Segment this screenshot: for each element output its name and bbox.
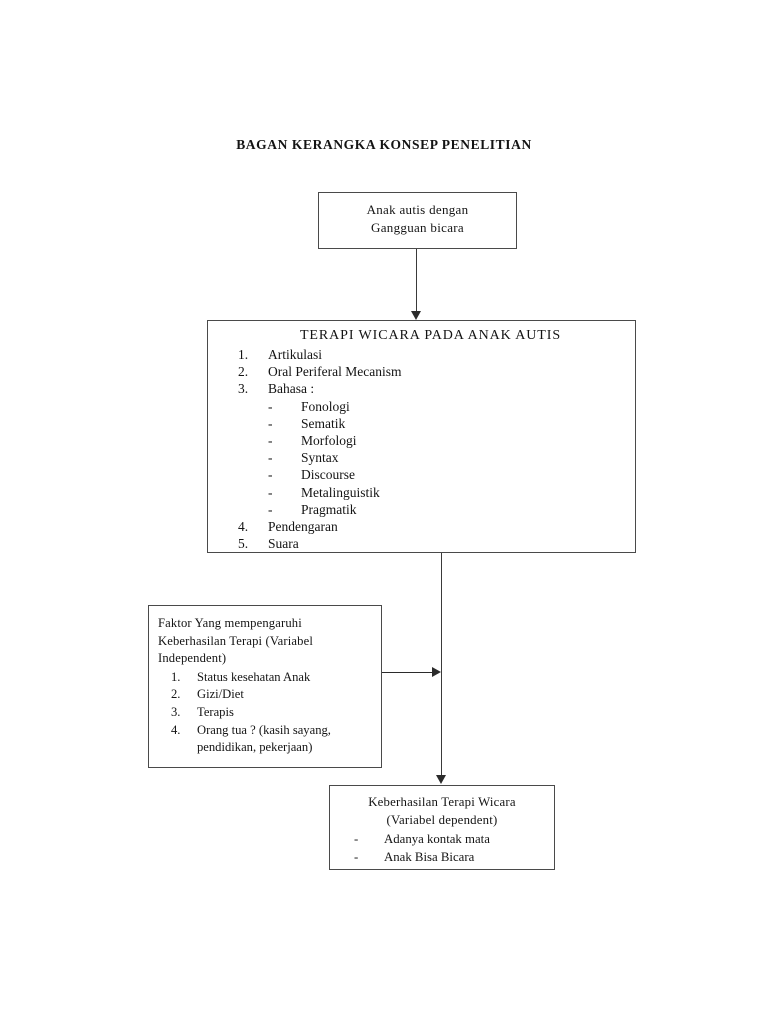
list-item-label: Sematik [301, 415, 346, 431]
list-item-label: Morfologi [301, 433, 357, 449]
connector-line-vertical [441, 553, 442, 776]
node-terapi-wicara-pada-anak-autis[interactable]: TERAPI WICARA PADA ANAK AUTIS 1. Artikul… [207, 320, 636, 553]
list-item-label: Artikulasi [268, 347, 322, 362]
node-paragraph-line: Keberhasilan Terapi (Variabel [158, 633, 313, 648]
list-item: - Sematik [268, 415, 635, 432]
list-marker: - [354, 832, 359, 846]
list-item-label: Terapis [197, 704, 234, 719]
list-item-label: Pendengaran [268, 519, 338, 535]
list-item-label: Adanya kontak mata [384, 832, 490, 846]
list-item-label: Status kesehatan Anak [197, 669, 311, 684]
list-marker: 3. [238, 381, 249, 397]
list-item-label: Syntax [301, 450, 339, 466]
list-item-label: Orang tua ? (kasih sayang, [197, 722, 331, 737]
node-paragraph-line: Independent) [158, 651, 227, 666]
list-item: 1. Artikulasi [238, 346, 635, 363]
list-item: 3. Terapis [171, 704, 381, 722]
list-item-label: Metalinguistik [301, 484, 380, 500]
list-item-label: Oral Periferal Mecanism [268, 364, 402, 380]
list-item: 3. Bahasa : [238, 380, 635, 397]
list-marker: 2. [171, 687, 181, 702]
list-item: - Morfologi [268, 432, 635, 449]
list-item-label: Bahasa : [268, 381, 315, 397]
list-marker: 5. [238, 536, 249, 552]
node-keberhasilan-terapi-wicara[interactable]: Keberhasilan Terapi Wicara (Variabel dep… [329, 785, 555, 870]
arrowhead-right-icon [432, 667, 441, 677]
node-anak-autis-gangguan-bicara[interactable]: Anak autis dengan Gangguan bicara [318, 192, 517, 249]
arrowhead-down-icon [435, 775, 446, 784]
list-item: 1. Status kesehatan Anak [171, 669, 381, 687]
node-line: (Variabel dependent) [386, 813, 498, 827]
list-marker: - [268, 398, 273, 414]
list-item: - Metalinguistik [268, 484, 635, 501]
therapy-numbered-list-tail: 4. Pendengaran 5. Suara [208, 518, 635, 552]
list-item: - Discourse [268, 466, 635, 483]
list-item-label: Fonologi [301, 398, 350, 414]
list-marker: - [268, 450, 273, 466]
node-faktor-yang-mempengaruhi[interactable]: Faktor Yang mempengaruhi Keberhasilan Te… [148, 605, 382, 768]
list-item-label-continuation: pendidikan, pekerjaan) [197, 740, 313, 755]
list-item: 2. Oral Periferal Mecanism [238, 363, 635, 380]
list-item-label: Pragmatik [301, 501, 357, 517]
outcome-dash-list: - Adanya kontak mata - Anak Bisa Bicara [330, 830, 554, 866]
list-item: 2. Gizi/Diet [171, 686, 381, 704]
list-marker: - [268, 433, 273, 449]
list-marker: - [268, 467, 273, 483]
list-marker: 4. [171, 722, 181, 737]
list-marker: - [268, 484, 273, 500]
list-item: - Adanya kontak mata [354, 830, 554, 848]
list-item: - Fonologi [268, 398, 635, 415]
list-item: - Syntax [268, 449, 635, 466]
connector-line-horizontal [382, 672, 433, 673]
list-marker: - [268, 415, 273, 431]
list-item: 4. Pendengaran [238, 518, 635, 535]
node-line: Keberhasilan Terapi Wicara [368, 795, 516, 809]
list-item-label: Gizi/Diet [197, 687, 244, 702]
list-item-label: Anak Bisa Bicara [384, 850, 475, 864]
node-heading: TERAPI WICARA PADA ANAK AUTIS [299, 328, 562, 343]
list-item-label: Suara [268, 536, 299, 552]
list-marker: 1. [238, 347, 249, 362]
node-line: Gangguan bicara [371, 220, 464, 235]
node-paragraph-line: Faktor Yang mempengaruhi [158, 616, 302, 630]
page-title: BAGAN KERANGKA KONSEP PENELITIAN [236, 137, 532, 152]
list-marker: - [354, 850, 359, 864]
arrowhead-down-icon [410, 311, 421, 320]
therapy-numbered-list: 1. Artikulasi 2. Oral Periferal Mecanism… [208, 346, 635, 398]
list-marker: 1. [171, 669, 181, 684]
therapy-sub-list: - Fonologi - Sematik - Morfologi - Synta… [208, 398, 635, 518]
list-item-label: Discourse [301, 467, 355, 483]
list-marker: 2. [238, 364, 249, 380]
node-line: Anak autis dengan [366, 202, 469, 217]
list-item: - Anak Bisa Bicara [354, 848, 554, 866]
list-marker: 3. [171, 704, 181, 719]
list-item: 5. Suara [238, 535, 635, 552]
factors-numbered-list: 1. Status kesehatan Anak 2. Gizi/Diet 3.… [149, 669, 381, 757]
connector-line-vertical [416, 249, 417, 312]
list-marker: - [268, 501, 273, 517]
list-item: - Pragmatik [268, 501, 635, 518]
list-item: 4. Orang tua ? (kasih sayang, pendidikan… [171, 722, 381, 757]
list-marker: 4. [238, 519, 249, 535]
